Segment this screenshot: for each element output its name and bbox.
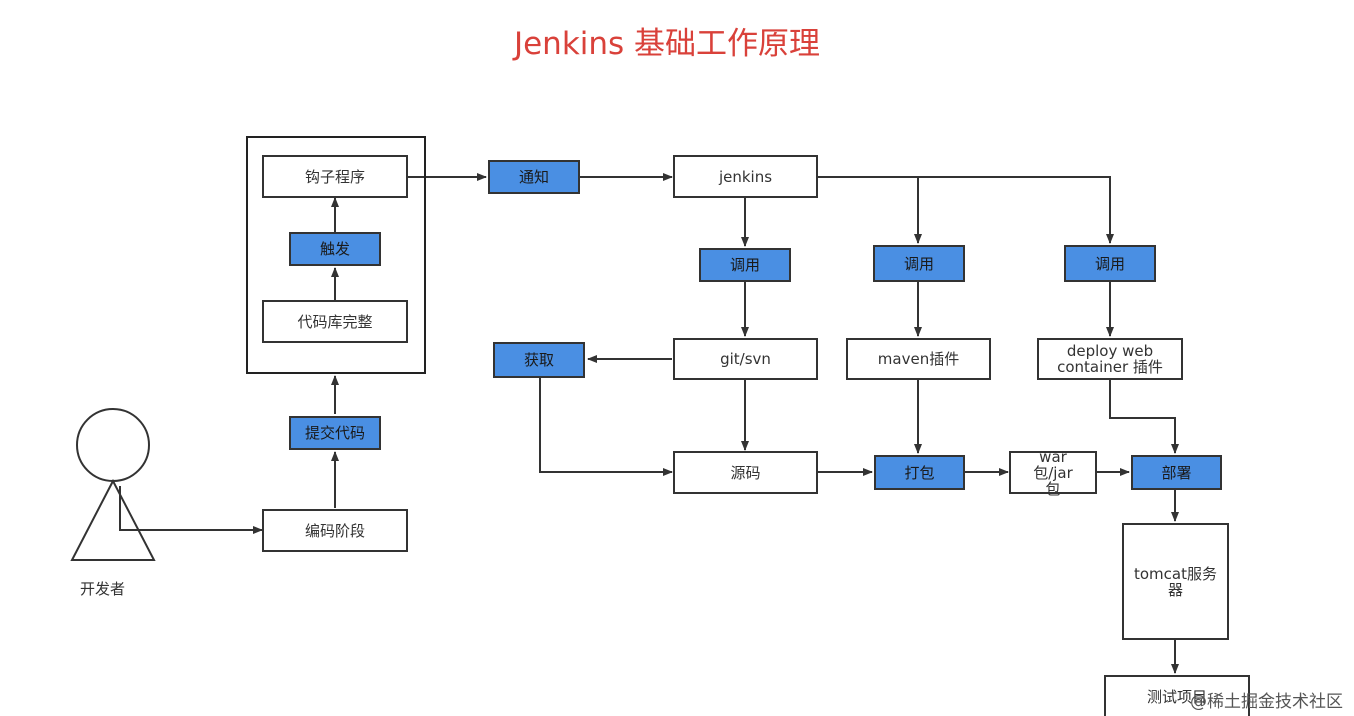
edge-developer-to-coding xyxy=(119,486,263,534)
test-project-node: 测试项目 xyxy=(1104,675,1250,716)
maven-plugin-node: maven插件 xyxy=(846,338,991,380)
call-action-1: 调用 xyxy=(699,248,791,282)
fetch-action: 获取 xyxy=(493,342,585,378)
commit-code-action: 提交代码 xyxy=(289,416,381,450)
deploy-web-container-plugin-node: deploy web container 插件 xyxy=(1037,338,1183,380)
developer-head xyxy=(76,408,150,482)
developer-body xyxy=(70,478,156,561)
notify-action: 通知 xyxy=(488,160,580,194)
tomcat-server-node: tomcat服务器 xyxy=(1122,523,1229,640)
repository-group xyxy=(246,136,426,374)
edge-deployweb-to-deploy xyxy=(1109,380,1179,454)
jenkins-node: jenkins xyxy=(673,155,818,198)
edge-fetch-to-source xyxy=(539,378,673,476)
deploy-action: 部署 xyxy=(1131,455,1222,490)
coding-stage-node: 编码阶段 xyxy=(262,509,408,552)
hook-program-node: 钩子程序 xyxy=(262,155,408,198)
source-code-node: 源码 xyxy=(673,451,818,494)
war-jar-node: war 包/jar包 xyxy=(1009,449,1097,497)
repo-complete-node: 代码库完整 xyxy=(262,300,408,343)
edge-jenkins-to-call3 xyxy=(918,176,1114,244)
trigger-action: 触发 xyxy=(289,232,381,266)
call-action-2: 调用 xyxy=(873,245,965,282)
watermark: @稀土掘金技术社区 xyxy=(1190,692,1343,712)
package-action: 打包 xyxy=(874,455,965,490)
call-action-3: 调用 xyxy=(1064,245,1156,282)
git-svn-node: git/svn xyxy=(673,338,818,380)
diagram-title: Jenkins 基础工作原理 xyxy=(513,26,821,62)
edge-jenkins-to-call2 xyxy=(818,176,922,244)
developer-label: 开发者 xyxy=(80,580,126,598)
